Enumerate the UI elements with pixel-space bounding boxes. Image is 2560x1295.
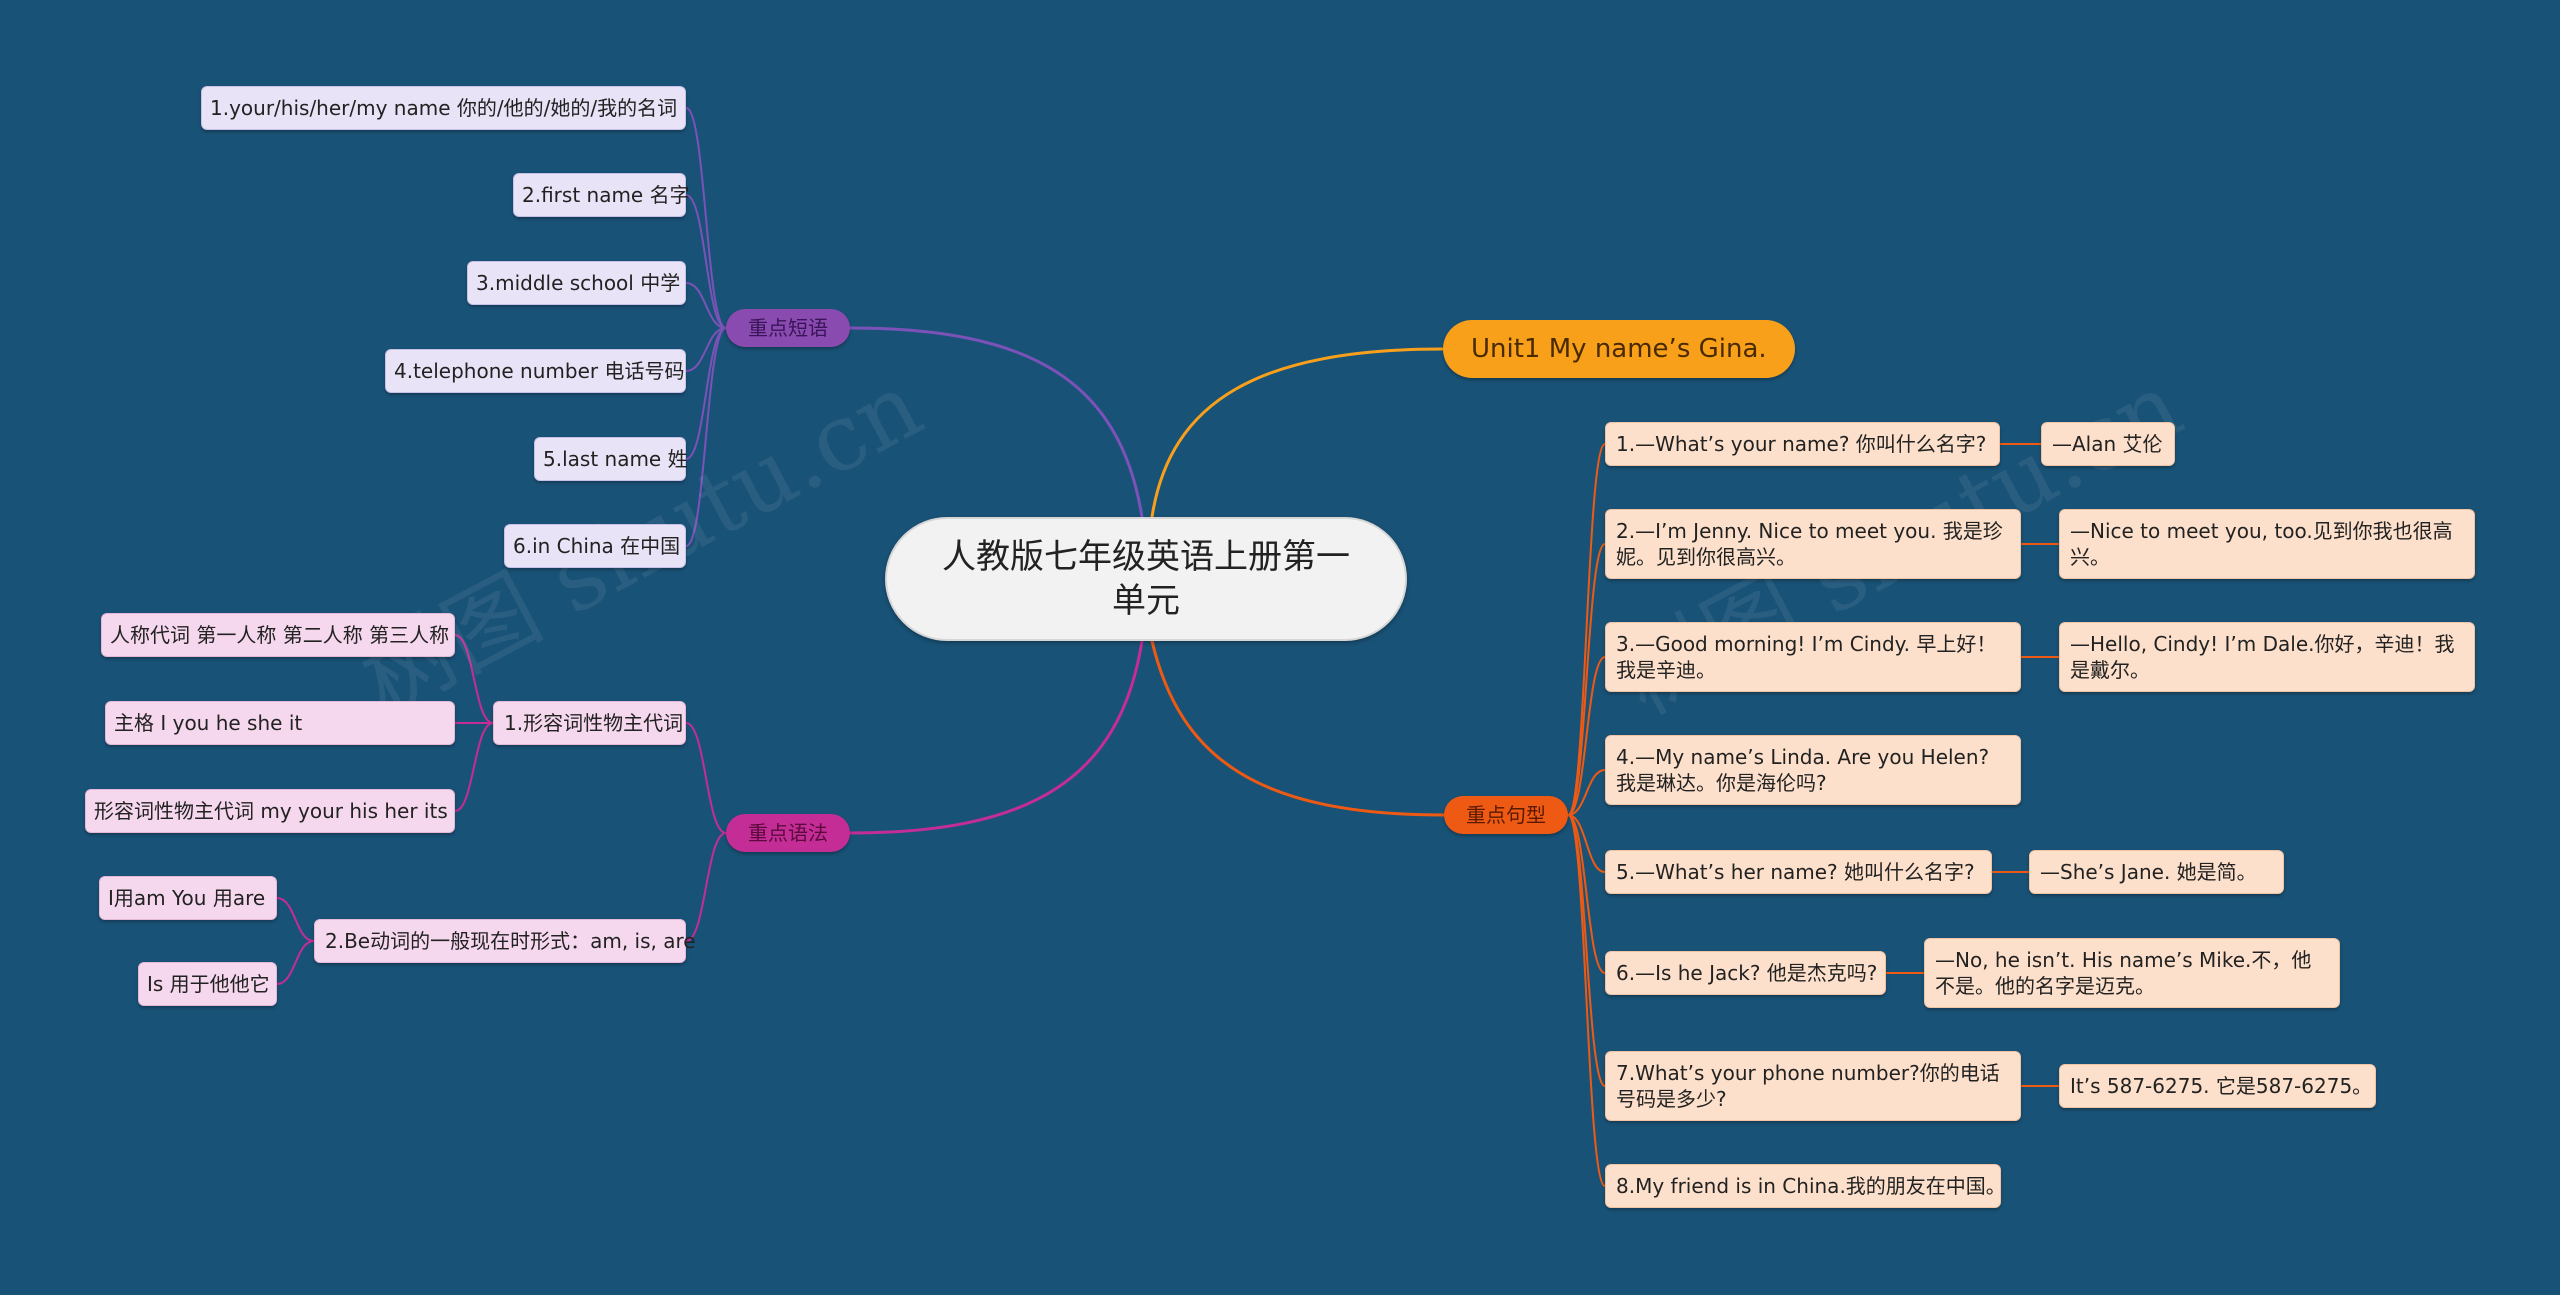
connector-sentence xyxy=(1567,814,1606,873)
vocab-item[interactable]: 2.first name 名字 xyxy=(513,173,690,217)
grammar-group-node[interactable]: 1.形容词性物主代词 xyxy=(493,701,686,745)
title-branch-node[interactable]: Unit1 My name’s Gina. xyxy=(1443,320,1795,378)
connector-vocab-item xyxy=(685,107,727,329)
connector-sentence xyxy=(1567,814,1606,1187)
vocab-item[interactable]: 1.your/his/her/my name 你的/他的/她的/我的名词 xyxy=(201,86,686,130)
grammar-item[interactable]: 形容词性物主代词 my your his her its xyxy=(85,789,455,833)
connector-title xyxy=(1150,347,1445,519)
connector-grammar-group xyxy=(685,832,727,942)
sentence-question[interactable]: 4.—My name’s Linda. Are you Helen? 我是琳达。… xyxy=(1605,735,2021,805)
connector-vocab xyxy=(848,326,1144,519)
connector-grammar-item xyxy=(454,634,494,724)
connector-grammar-group xyxy=(685,722,727,834)
grammar-item[interactable]: 主格 I you he she it xyxy=(105,701,455,745)
grammar-item[interactable]: Is 用于他他它 xyxy=(138,962,277,1006)
connector-grammar xyxy=(848,639,1144,835)
vocab-item[interactable]: 5.last name 姓 xyxy=(534,437,688,481)
sentence-answer[interactable]: —Hello, Cindy! I’m Dale.你好，辛迪！我是戴尔。 xyxy=(2059,622,2475,692)
connector-vocab-item xyxy=(685,327,727,372)
sentence-question[interactable]: 3.—Good morning! I’m Cindy. 早上好！我是辛迪。 xyxy=(1605,622,2021,692)
sentence-question[interactable]: 1.—What’s your name? 你叫什么名字? xyxy=(1605,422,2000,466)
sentence-question[interactable]: 7.What’s your phone number?你的电话号码是多少? xyxy=(1605,1051,2021,1121)
sentence-question[interactable]: 5.—What’s her name? 她叫什么名字? xyxy=(1605,850,1992,894)
sentence-answer[interactable]: It’s 587-6275. 它是587-6275。 xyxy=(2059,1064,2376,1108)
connector-sentence xyxy=(1567,814,1606,974)
connector-grammar-item xyxy=(454,722,494,812)
sentence-answer[interactable]: —No, he isn’t. His name’s Mike.不，他不是。他的名… xyxy=(1924,938,2340,1008)
vocab-item[interactable]: 6.in China 在中国 xyxy=(504,524,686,568)
grammar-item[interactable]: 人称代词 第一人称 第二人称 第三人称 xyxy=(101,613,455,657)
vocab-item[interactable]: 3.middle school 中学 xyxy=(467,261,686,305)
connector-sentence xyxy=(1567,443,1606,816)
sentence-question[interactable]: 2.—I’m Jenny. Nice to meet you. 我是珍妮。见到你… xyxy=(1605,509,2021,579)
sentence-answer[interactable]: —She’s Jane. 她是简。 xyxy=(2029,850,2284,894)
grammar-group-node[interactable]: 2.Be动词的一般现在时形式：am, is, are xyxy=(314,919,696,963)
connector-vocab-item xyxy=(685,327,727,460)
root-node[interactable]: 人教版七年级英语上册第一单元 xyxy=(885,517,1407,641)
connector-sentence xyxy=(1567,814,1606,1087)
connector-grammar-item xyxy=(276,940,315,985)
sentence-answer[interactable]: —Nice to meet you, too.见到你我也很高兴。 xyxy=(2059,509,2475,579)
sentence-question[interactable]: 8.My friend is in China.我的朋友在中国。 xyxy=(1605,1164,2006,1208)
connector-vocab-item xyxy=(685,327,727,547)
connector-vocab-item xyxy=(685,194,727,329)
connector-sentences xyxy=(1150,639,1446,817)
sentence-question[interactable]: 6.—Is he Jack? 他是杰克吗? xyxy=(1605,951,1886,995)
sentence-answer[interactable]: —Alan 艾伦 xyxy=(2041,422,2175,466)
sentences-branch-node[interactable]: 重点句型 xyxy=(1444,796,1568,834)
vocab-item[interactable]: 4.telephone number 电话号码 xyxy=(385,349,686,393)
connector-sentence xyxy=(1567,769,1606,816)
connector-vocab-item xyxy=(685,282,727,329)
connector-sentence xyxy=(1567,656,1606,816)
grammar-item[interactable]: I用am You 用are xyxy=(99,876,277,920)
grammar-branch-node[interactable]: 重点语法 xyxy=(726,814,850,852)
vocab-branch-node[interactable]: 重点短语 xyxy=(726,309,850,347)
connector-sentence xyxy=(1567,543,1606,816)
connector-grammar-item xyxy=(276,897,315,942)
